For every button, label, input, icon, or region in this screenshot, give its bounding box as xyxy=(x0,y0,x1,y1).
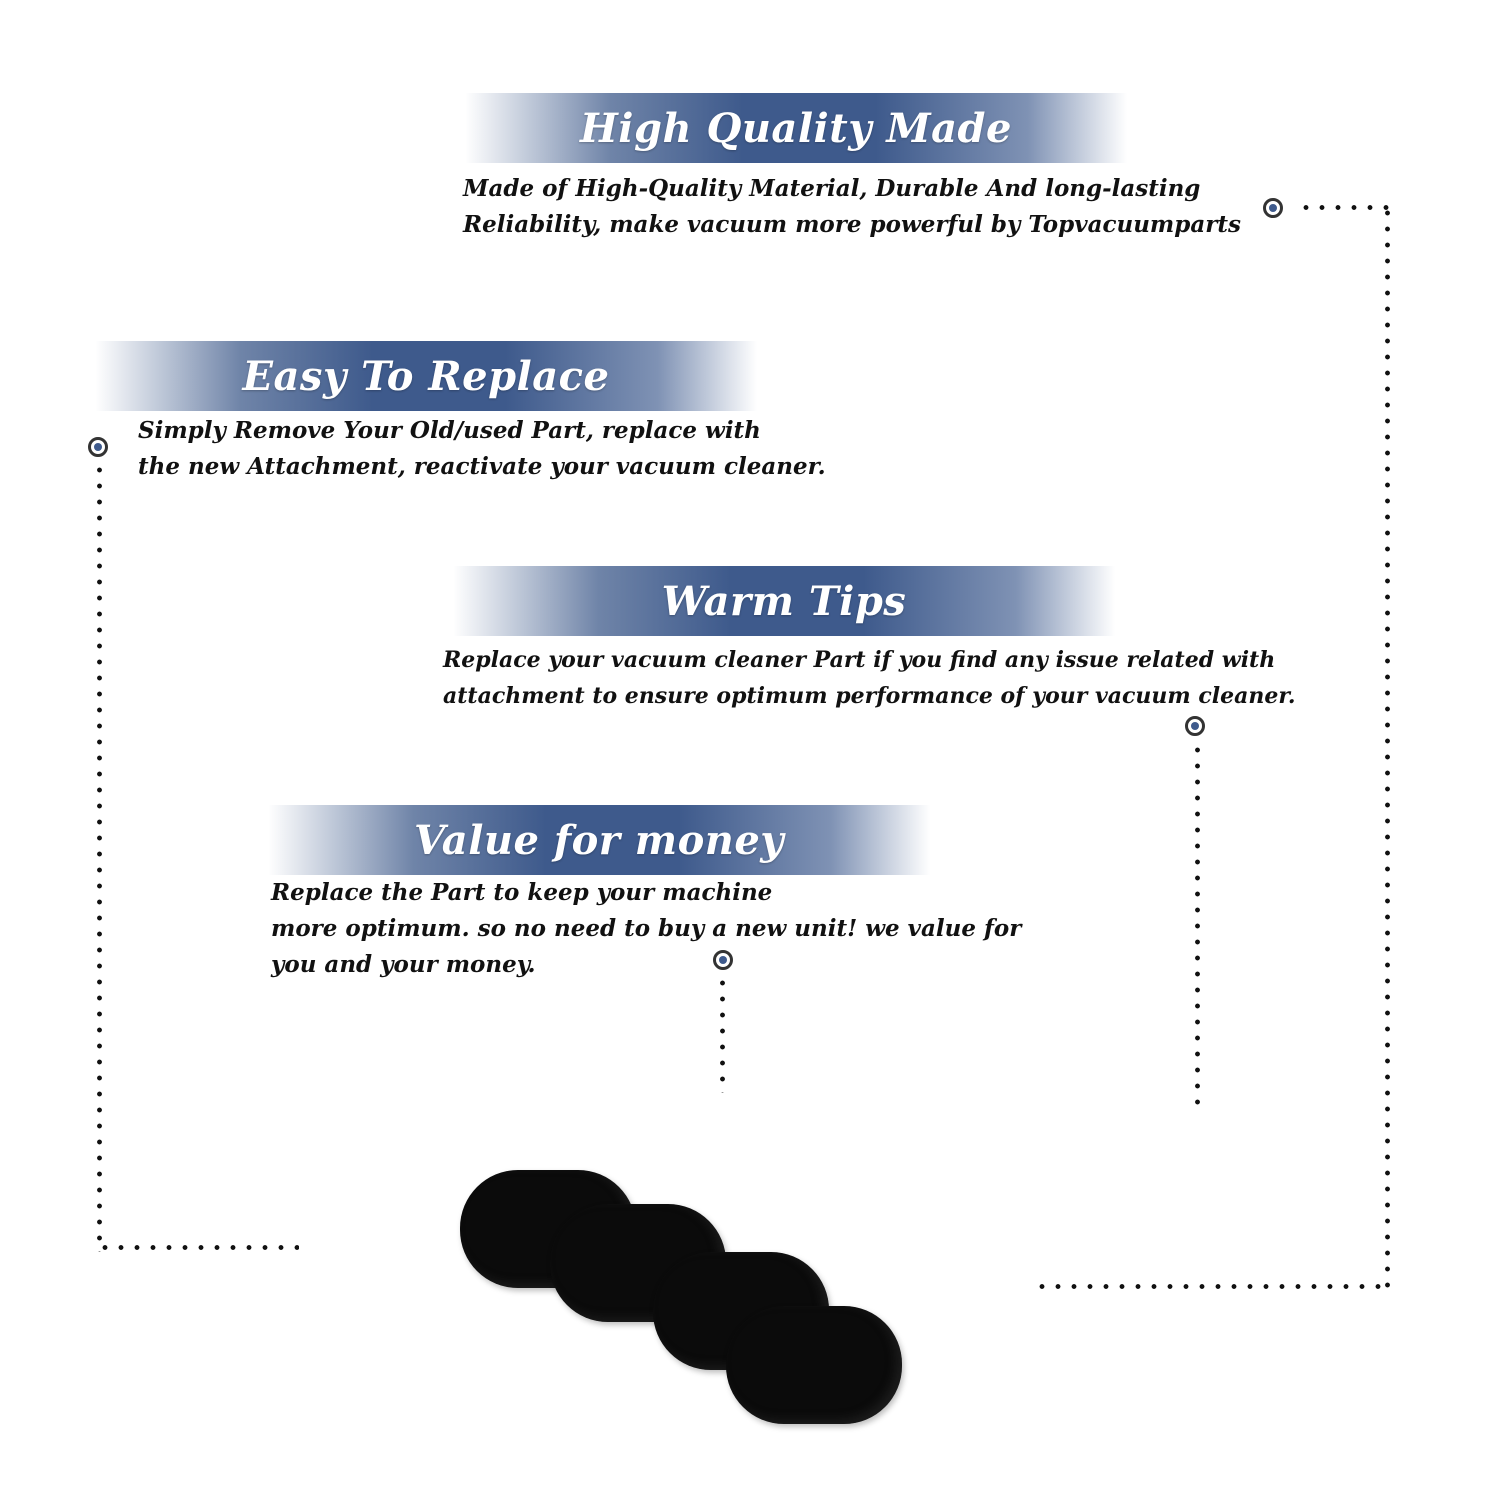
value-money-line-1: Replace the Part to keep your machine xyxy=(271,879,773,906)
connector-left-vertical xyxy=(97,462,102,1252)
connector-value-money-vertical xyxy=(720,975,725,1093)
high-quality-line-1: Made of High-Quality Material, Durable A… xyxy=(463,175,1201,202)
connector-right-bottom xyxy=(1034,1284,1390,1289)
warm-tips-line-2: attachment to ensure optimum performance… xyxy=(443,683,1296,709)
marker-warm-tips-icon xyxy=(1185,716,1205,736)
marker-easy-replace-icon xyxy=(88,437,108,457)
easy-replace-description: Simply Remove Your Old/used Part, replac… xyxy=(138,413,826,485)
value-money-banner: Value for money xyxy=(268,805,930,875)
value-money-title: Value for money xyxy=(413,816,785,864)
connector-warm-tips-vertical xyxy=(1195,742,1200,1108)
warm-tips-title: Warm Tips xyxy=(661,577,907,625)
high-quality-line-2: Reliability, make vacuum more powerful b… xyxy=(463,211,1241,238)
easy-replace-line-2: the new Attachment, reactivate your vacu… xyxy=(138,453,826,480)
marker-value-money-icon xyxy=(713,950,733,970)
warm-tips-line-1: Replace your vacuum cleaner Part if you … xyxy=(443,647,1276,673)
easy-replace-line-1: Simply Remove Your Old/used Part, replac… xyxy=(138,417,761,444)
connector-high-quality-top xyxy=(1298,205,1390,210)
value-money-line-2: more optimum. so no need to buy a new un… xyxy=(271,915,1022,942)
high-quality-banner: High Quality Made xyxy=(465,93,1127,163)
warm-tips-banner: Warm Tips xyxy=(453,566,1115,636)
product-image xyxy=(440,1160,920,1430)
marker-high-quality-icon xyxy=(1263,198,1283,218)
warm-tips-description: Replace your vacuum cleaner Part if you … xyxy=(443,642,1296,714)
value-money-description: Replace the Part to keep your machine mo… xyxy=(271,875,1021,983)
value-money-line-3: you and your money. xyxy=(271,951,536,978)
easy-replace-title: Easy To Replace xyxy=(242,352,610,400)
high-quality-title: High Quality Made xyxy=(580,104,1012,152)
connector-left-bottom xyxy=(97,1245,299,1250)
connector-right-vertical xyxy=(1385,205,1390,1291)
foam-pad-4-icon xyxy=(726,1306,902,1424)
high-quality-description: Made of High-Quality Material, Durable A… xyxy=(463,171,1241,243)
easy-replace-banner: Easy To Replace xyxy=(95,341,757,411)
